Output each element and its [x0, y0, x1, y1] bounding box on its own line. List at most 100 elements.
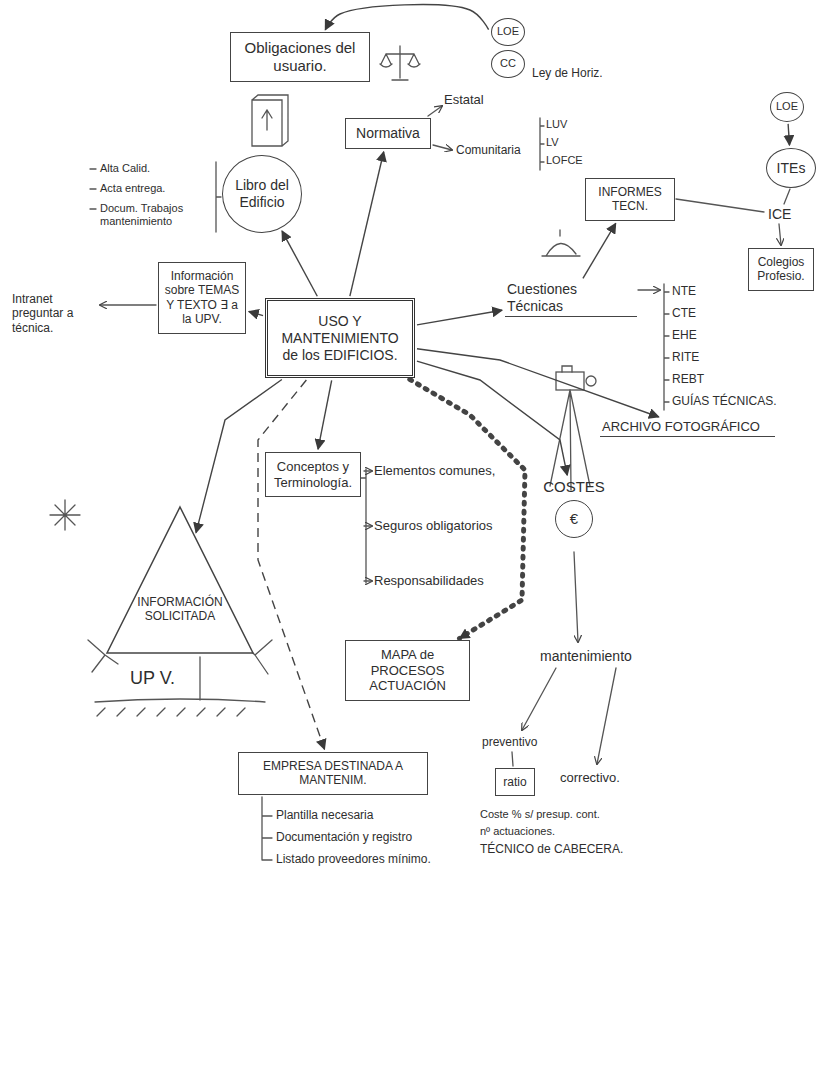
note-label: preventivo — [482, 735, 537, 749]
sun-symbol — [50, 500, 80, 530]
leader-arrow — [433, 145, 452, 150]
leader-line — [676, 199, 764, 212]
leader-arrow — [364, 580, 372, 581]
connector-arrow — [350, 152, 384, 296]
node-text: USO Y MANTENIMIENTO de los EDIFICIOS. — [276, 313, 404, 363]
note-label: GUÍAS TÉCNICAS. — [672, 394, 776, 408]
report-box: INFORMES TECN. — [585, 178, 675, 221]
node-text: Conceptos y Terminología. — [271, 459, 355, 490]
note-label: UP V. — [130, 668, 175, 690]
topic-box: Conceptos y Terminología. — [265, 452, 361, 497]
topic-heading: Cuestiones Técnicas — [505, 280, 637, 317]
node-text: Normativa — [351, 125, 425, 142]
note-label: Seguros obligatorios — [374, 518, 493, 534]
note-label: LUV — [546, 118, 567, 131]
node-text: ratio — [501, 775, 529, 789]
node-text: Colegios Profesio. — [754, 255, 808, 284]
leader-arrow — [364, 525, 372, 526]
note-label: Responsabilidades — [374, 573, 484, 589]
node-text: Obligaciones del usuario. — [236, 39, 364, 75]
note-label: Comunitaria — [456, 143, 521, 157]
list-bracket — [664, 284, 669, 410]
camera-lens — [586, 376, 596, 386]
node-text: EMPRESA DESTINADA A MANTENIM. — [244, 759, 422, 788]
node-text: INFORMES TECN. — [591, 185, 669, 214]
note-label: Docum. Trabajos mantenimiento — [100, 202, 210, 228]
leader-line — [784, 189, 790, 204]
connector-arrow — [417, 361, 567, 475]
law-circles: LOE CC — [490, 18, 526, 82]
node-text: Cuestiones Técnicas — [507, 281, 635, 315]
sign-post — [199, 657, 200, 700]
list-tree — [262, 797, 272, 860]
node-text: COSTES — [538, 478, 610, 496]
node-text: MAPA de PROCESOS ACTUACIÓN — [351, 647, 464, 694]
connector-arrow — [417, 310, 502, 325]
triangle-shape — [107, 507, 253, 653]
node-text: LOE — [491, 18, 525, 46]
connector-arrow — [282, 231, 317, 296]
note-label: mantenimiento — [540, 648, 632, 665]
triangle-outline — [105, 505, 255, 655]
node-text: Libro del Edificio — [223, 177, 301, 211]
note-label: Coste % s/ presup. cont. — [480, 808, 600, 821]
leader-arrow — [779, 224, 781, 245]
inspection-circle: ITEs — [766, 148, 816, 188]
central-box: USO Y MANTENIMIENTO de los EDIFICIOS. — [265, 298, 415, 378]
note-label: NTE — [672, 284, 696, 298]
note-label: LOFCE — [546, 154, 583, 167]
connector-arrow — [249, 312, 263, 316]
note-label: RITE — [672, 350, 699, 364]
connector-arrow — [325, 5, 488, 30]
leader-arrow — [597, 668, 616, 764]
college-box: Colegios Profesio. — [748, 248, 814, 291]
leader-line — [512, 752, 513, 766]
info-triangle: INFORMACIÓN SOLICITADA — [105, 505, 255, 655]
info-box: Información sobre TEMAS Y TEXTO ∃ a la U… — [158, 262, 246, 334]
connector-arrow — [583, 223, 616, 278]
cost-node: COSTES € — [538, 478, 610, 538]
note-label: Estatal — [444, 92, 484, 108]
connector-arrow — [417, 349, 659, 417]
list-bracket — [540, 118, 544, 170]
note-label: LV — [546, 136, 559, 149]
note-label: correctivo. — [560, 770, 620, 786]
note-label: Elementos comunes, — [374, 463, 495, 479]
note-label: CTE — [672, 306, 696, 320]
note-label: REBT — [672, 372, 704, 386]
leader-arrow — [364, 470, 372, 471]
leader-arrow — [638, 289, 660, 290]
company-box: EMPRESA DESTINADA A MANTENIM. — [238, 752, 428, 795]
note-label: Listado proveedores mínimo. — [276, 852, 431, 866]
leader-arrow — [100, 304, 156, 305]
ground-hatch — [95, 699, 265, 716]
scale-symbol — [380, 46, 420, 80]
topic-box: Normativa — [345, 118, 431, 149]
note-label: TÉCNICO de CABECERA. — [480, 842, 623, 856]
ratio-box: ratio — [495, 768, 535, 796]
note-label: EHE — [672, 328, 697, 342]
topic-heading: ARCHIVO FOTOGRÁFICO — [600, 418, 775, 437]
node-text: ITEs — [777, 160, 806, 177]
note-label: ICE — [768, 206, 791, 223]
dashed-connector — [258, 380, 324, 749]
node-text: ARCHIVO FOTOGRÁFICO — [602, 419, 773, 435]
node-text: € — [555, 500, 593, 538]
leader-arrow — [428, 106, 442, 116]
note-label: Alta Calid. — [100, 162, 150, 175]
node-text: CC — [491, 50, 525, 78]
book-circle: Libro del Edificio — [222, 155, 302, 233]
note-label: Ley de Horiz. — [532, 66, 603, 80]
process-box: MAPA de PROCESOS ACTUACIÓN — [345, 640, 470, 701]
node-text: INFORMACIÓN SOLICITADA — [135, 595, 225, 624]
note-label: nº actuaciones. — [480, 825, 555, 838]
node-text: LOE — [776, 100, 798, 113]
list-bracket — [90, 162, 221, 232]
connector-arrow — [788, 124, 789, 145]
node-text: Información sobre TEMAS Y TEXTO ∃ a la U… — [164, 269, 240, 327]
leader-arrow — [522, 668, 556, 730]
obligation-box: Obligaciones del usuario. — [230, 32, 370, 82]
hat-symbol — [542, 230, 580, 256]
connector-arrow — [318, 380, 332, 449]
